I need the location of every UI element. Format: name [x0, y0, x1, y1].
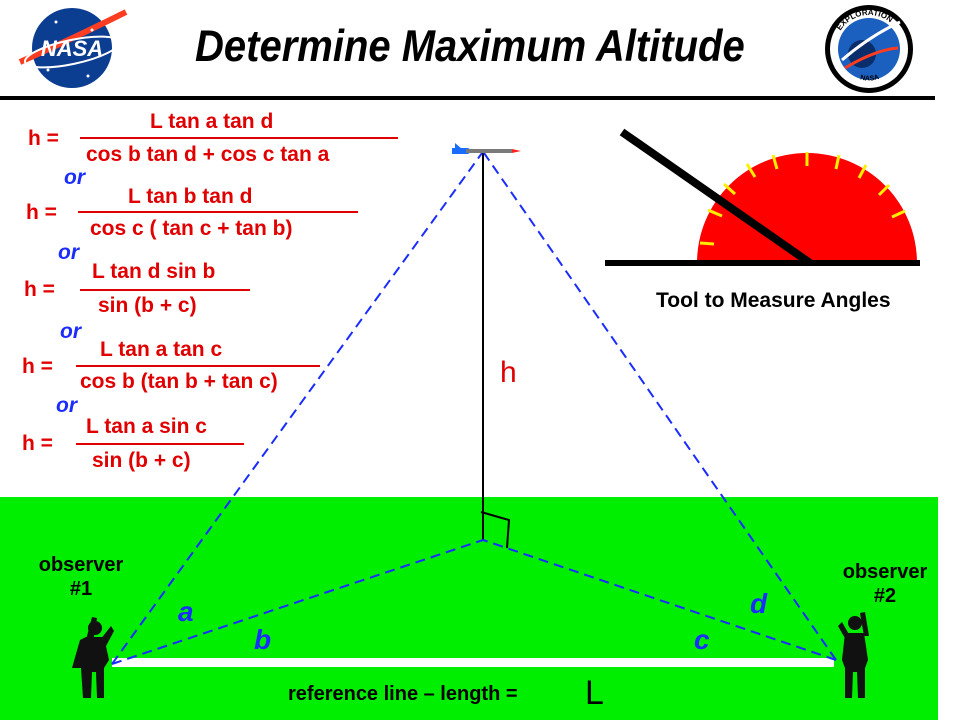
or-label-1: or: [64, 166, 85, 189]
or-label-2: or: [58, 241, 79, 264]
or-label-3: or: [60, 320, 81, 343]
ground: [0, 497, 938, 720]
nasa-logo: NASA: [18, 8, 128, 88]
formula-5-denominator: sin (b + c): [92, 449, 191, 472]
formula-1-denominator: cos b tan d + cos c tan a: [86, 143, 330, 166]
right-angle-marker: [480, 511, 511, 549]
formula-4-bar: [76, 365, 320, 367]
ground-line-observer2-base: [482, 539, 837, 661]
exploration-logo: EXPLORATION NASA: [825, 5, 913, 93]
angle-d-label: d: [750, 588, 768, 619]
sight-line-observer2-aircraft: [483, 152, 837, 661]
formula-1-numerator: L tan a tan d: [150, 110, 274, 133]
formula-3-numerator: L tan d sin b: [92, 260, 216, 283]
formula-4-numerator: L tan a tan c: [100, 338, 223, 361]
observer2-label-line2: #2: [873, 585, 897, 607]
protractor-icon: [605, 128, 920, 267]
formula-2-bar: [78, 211, 358, 213]
or-label-4: or: [56, 394, 77, 417]
observer1-label-line1: observer: [38, 554, 124, 576]
sight-line-observer1-aircraft: [111, 152, 483, 665]
formula-5-lhs: h =: [22, 432, 53, 455]
svg-text:NASA: NASA: [859, 74, 880, 83]
formula-5-numerator: L tan a sin c: [86, 415, 207, 438]
formula-2-denominator: cos c ( tan c + tan b): [90, 217, 293, 240]
tool-caption: Tool to Measure Angles: [656, 289, 891, 312]
title-divider: [0, 96, 935, 100]
reference-line: [112, 658, 834, 667]
height-label: h: [500, 356, 517, 389]
formula-3-denominator: sin (b + c): [98, 294, 197, 317]
formula-3-bar: [80, 289, 250, 291]
angle-b-label: b: [254, 624, 272, 655]
nasa-logo-text: NASA: [41, 36, 103, 61]
observer1-label-line2: #1: [69, 578, 93, 600]
formula-4-lhs: h =: [22, 355, 53, 378]
observer1-figure: [72, 617, 114, 698]
formula-4-denominator: cos b (tan b + tan c): [80, 370, 278, 393]
ground-line-observer1-base: [111, 539, 484, 665]
observer2-label: observer #2: [832, 560, 938, 608]
angle-c-label: c: [694, 624, 710, 655]
page-title: Determine Maximum Altitude: [195, 22, 745, 72]
aircraft-icon: [452, 143, 521, 154]
formula-3-lhs: h =: [24, 278, 55, 301]
length-symbol: L: [585, 674, 604, 712]
observer2-label-line1: observer: [842, 561, 928, 583]
observer2-figure: [838, 612, 869, 698]
formula-1-bar: [80, 137, 398, 139]
formula-1-lhs: h =: [28, 127, 59, 150]
formula-2-numerator: L tan b tan d: [128, 185, 253, 208]
observer1-label: observer #1: [28, 553, 134, 601]
formula-2-lhs: h =: [26, 201, 57, 224]
angle-a-label: a: [178, 596, 194, 627]
formula-5-bar: [76, 443, 244, 445]
reference-line-caption: reference line – length =: [288, 683, 518, 705]
